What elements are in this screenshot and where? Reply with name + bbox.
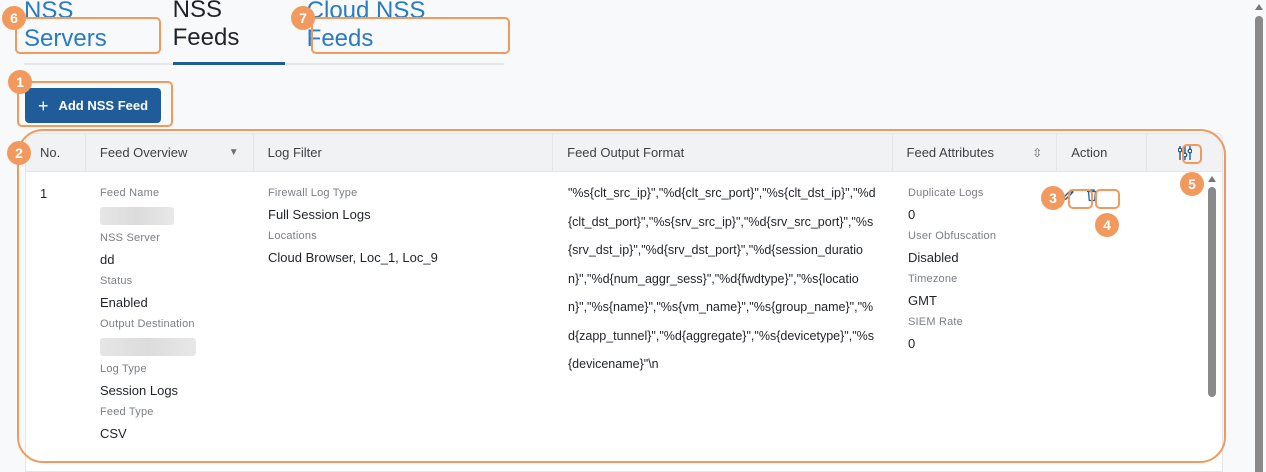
user-obfuscation-label: User Obfuscation	[908, 230, 997, 242]
locations-value: Cloud Browser, Loc_1, Loc_9	[268, 250, 438, 265]
table-scrollbar[interactable]	[1207, 176, 1217, 471]
feed-attributes-cell: Duplicate Logs 0 User Obfuscation Disabl…	[894, 186, 1059, 448]
firewall-log-type-label: Firewall Log Type	[268, 187, 358, 199]
duplicate-logs-value: 0	[908, 207, 916, 222]
timezone-label: Timezone	[908, 273, 958, 285]
action-cell	[1059, 186, 1149, 448]
feed-name-label: Feed Name	[100, 187, 160, 199]
tab-bar: NSS Servers NSS Feeds Cloud NSS Feeds	[24, 0, 504, 65]
header-feed-output-format: Feed Output Format	[553, 134, 893, 171]
annotation-badge-6: 6	[2, 6, 26, 30]
log-filter-cell: Firewall Log Type Full Session Logs Loca…	[254, 186, 554, 448]
siem-rate-label: SIEM Rate	[908, 316, 963, 328]
delete-button[interactable]	[1083, 186, 1101, 204]
header-log-filter: Log Filter	[254, 134, 554, 171]
header-feed-attributes-label: Feed Attributes	[906, 145, 994, 160]
row-number: 1	[40, 186, 48, 201]
tab-nss-servers[interactable]: NSS Servers	[24, 0, 107, 52]
timezone-value: GMT	[908, 293, 937, 308]
user-obfuscation-value: Disabled	[908, 250, 959, 265]
page-scroll-up-arrow-icon[interactable]	[1255, 4, 1263, 10]
nss-feeds-table: No. Feed Overview ▼ Log Filter Feed Outp…	[25, 133, 1223, 472]
feed-overview-cell: Feed Name NSS Server dd Status Enabled O…	[86, 186, 254, 448]
header-no: No.	[26, 134, 86, 171]
feed-output-format-cell: "%s{clt_src_ip}","%d{clt_src_port}","%s{…	[554, 186, 894, 448]
output-destination-value-redacted	[100, 338, 196, 356]
header-feed-overview[interactable]: Feed Overview ▼	[86, 134, 254, 171]
edit-button[interactable]	[1059, 186, 1077, 204]
log-type-label: Log Type	[100, 363, 147, 375]
tab-nss-feeds[interactable]: NSS Feeds	[172, 0, 285, 65]
header-feed-attributes[interactable]: Feed Attributes ⇳	[893, 134, 1058, 171]
nss-server-label: NSS Server	[100, 232, 161, 244]
table-scrollbar-thumb[interactable]	[1208, 187, 1216, 397]
sort-icon[interactable]: ⇳	[1032, 145, 1043, 160]
feed-output-format-value: "%s{clt_src_ip}","%d{clt_src_port}","%s{…	[568, 186, 876, 371]
table-row: 1 Feed Name NSS Server dd Status Enabled…	[26, 172, 1222, 448]
status-value: Enabled	[100, 295, 148, 310]
feed-type-label: Feed Type	[100, 406, 154, 418]
table-header: No. Feed Overview ▼ Log Filter Feed Outp…	[26, 134, 1222, 172]
sliders-icon	[1177, 145, 1192, 160]
output-destination-label: Output Destination	[100, 318, 195, 330]
add-nss-feed-button[interactable]: + Add NSS Feed	[25, 88, 161, 123]
page-scrollbar[interactable]	[1254, 0, 1264, 472]
feed-name-value-redacted	[100, 207, 174, 225]
pencil-icon	[1062, 189, 1074, 201]
status-label: Status	[100, 275, 133, 287]
plus-icon: +	[37, 95, 49, 116]
trash-icon	[1087, 189, 1097, 202]
locations-label: Locations	[268, 230, 317, 242]
duplicate-logs-label: Duplicate Logs	[908, 187, 984, 199]
header-feed-overview-label: Feed Overview	[99, 145, 188, 160]
nss-server-value: dd	[100, 252, 115, 267]
caret-down-icon[interactable]: ▼	[228, 147, 239, 158]
siem-rate-value: 0	[908, 336, 916, 351]
scroll-up-arrow-icon[interactable]	[1208, 176, 1216, 182]
firewall-log-type-value: Full Session Logs	[268, 207, 371, 222]
add-nss-feed-label: Add NSS Feed	[58, 98, 149, 113]
column-settings-button[interactable]	[1147, 134, 1222, 171]
page-scrollbar-thumb[interactable]	[1255, 16, 1263, 472]
header-action: Action	[1057, 134, 1148, 171]
tab-cloud-nss-feeds[interactable]: Cloud NSS Feeds	[306, 0, 426, 52]
log-type-value: Session Logs	[100, 383, 179, 398]
feed-type-value: CSV	[100, 426, 127, 441]
